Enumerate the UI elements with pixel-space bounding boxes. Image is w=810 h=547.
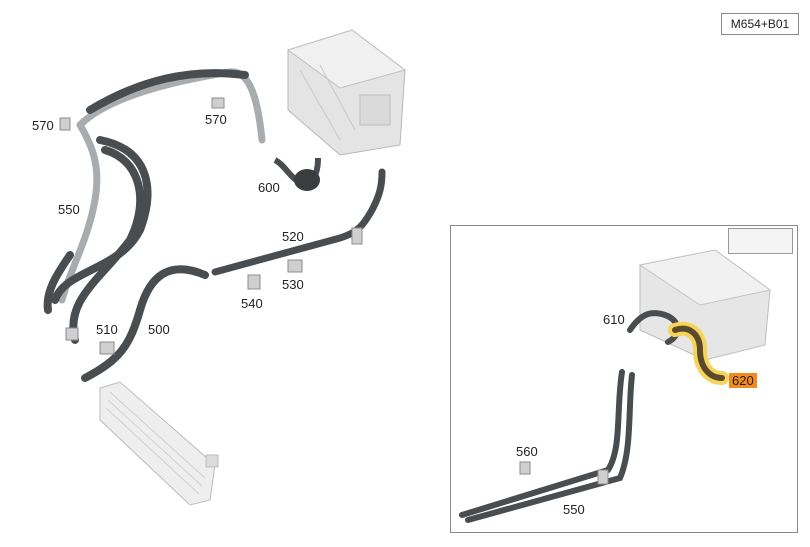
callout-570-left: 570: [32, 118, 54, 133]
inset-clips: [519, 461, 609, 485]
pump-600: [273, 157, 321, 191]
inset-hose-620-highlight: [668, 321, 729, 385]
callout-510: 510: [96, 322, 118, 337]
callout-500: 500: [148, 322, 170, 337]
clips: [59, 97, 363, 355]
callout-550-inset: 550: [563, 502, 585, 517]
callout-550-left: 550: [58, 202, 80, 217]
callout-530: 530: [282, 277, 304, 292]
callout-600: 600: [258, 180, 280, 195]
callout-610: 610: [603, 312, 625, 327]
inset-hose-550: [459, 369, 635, 523]
callout-620-highlighted: 620: [729, 373, 757, 388]
callout-560: 560: [516, 444, 538, 459]
callout-540: 540: [241, 296, 263, 311]
battery-module-main: [286, 29, 407, 156]
detail-inset: [450, 225, 798, 533]
inset-thumbnail: [728, 228, 793, 254]
callout-520: 520: [282, 229, 304, 244]
radiator: [99, 381, 219, 506]
hose-500: [81, 265, 209, 382]
callout-570-right: 570: [205, 112, 227, 127]
diagram-code: M654+B01: [721, 13, 799, 35]
hose-520: [211, 168, 386, 276]
hose-550-dark: [43, 69, 249, 344]
